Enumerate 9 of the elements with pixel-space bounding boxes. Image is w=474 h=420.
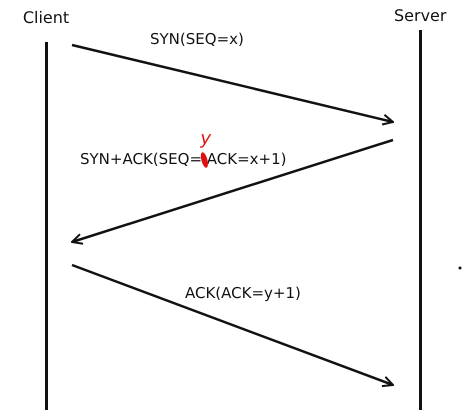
- edge-label: SYN(SEQ=x): [150, 30, 244, 48]
- arrow: [71, 138, 394, 245]
- participant-name: Server: [394, 6, 446, 26]
- edge-label: ACK(ACK=y+1): [185, 284, 301, 302]
- arrow: [72, 44, 394, 126]
- edge-label: SYN+ACK(SEQ= ACK=x+1): [80, 150, 286, 168]
- arrow: [72, 264, 394, 388]
- participant-name: Client: [22, 8, 70, 28]
- handwritten-correction: y: [200, 130, 212, 148]
